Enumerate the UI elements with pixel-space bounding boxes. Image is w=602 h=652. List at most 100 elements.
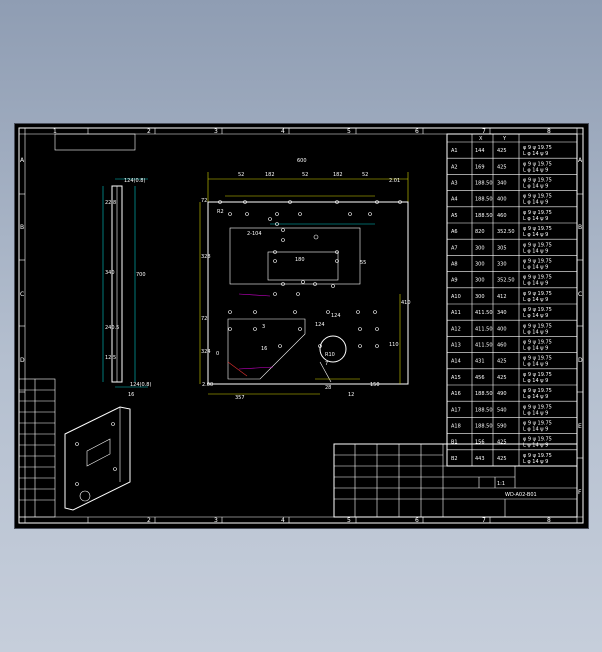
table-cell-y: 330 — [497, 262, 507, 268]
table-cell-id: A18 — [451, 424, 461, 430]
row-label: B — [20, 224, 24, 231]
table-cell-spec: L φ 14 ψ 9 — [523, 313, 548, 319]
table-cell-spec: φ 9 ψ 19.75 — [523, 323, 552, 329]
col-label: 5 — [347, 128, 351, 135]
dim-7: 7 — [325, 361, 328, 367]
row-label: D — [578, 357, 583, 364]
dim-55: 55 — [360, 260, 366, 266]
col-label: 8 — [547, 517, 551, 524]
side-dim-2: 240.5 — [105, 325, 119, 331]
side-dim-3: 22.8 — [105, 200, 116, 206]
dim-72a: 72 — [201, 198, 207, 204]
table-cell-spec: φ 9 ψ 19.75 — [523, 161, 552, 167]
row-label: A — [578, 157, 583, 164]
top-left-box — [54, 133, 136, 151]
dim-28: 28 — [325, 385, 331, 391]
table-cell-spec: L φ 14 ψ 9 — [523, 362, 548, 368]
table-cell-spec: φ 9 ψ 19.75 — [523, 226, 552, 232]
table-cell-spec: L φ 14 ψ 9 — [523, 378, 548, 384]
table-cell-spec: φ 9 ψ 19.75 — [523, 372, 552, 378]
dim-r2: R2 — [217, 209, 224, 215]
table-cell-spec: φ 9 ψ 19.75 — [523, 453, 552, 459]
col-label: 1 — [53, 128, 57, 135]
dim-72b: 72 — [201, 316, 207, 322]
table-cell-id: A8 — [451, 262, 458, 268]
table-cell-id: A9 — [451, 278, 458, 284]
table-cell-id: A14 — [451, 359, 461, 365]
isometric-view — [64, 406, 131, 511]
table-cell-spec: φ 9 ψ 19.75 — [523, 388, 552, 394]
dim-12: 12 — [348, 392, 354, 398]
table-cell-y: 590 — [497, 424, 507, 430]
table-cell-spec: L φ 14 ψ 9 — [523, 427, 548, 433]
table-cell-id: A1 — [451, 148, 458, 154]
dim-2104: 2-104 — [247, 231, 262, 237]
title-block — [333, 443, 578, 518]
row-label: C — [578, 291, 582, 298]
col-label: 4 — [281, 128, 285, 135]
table-cell-spec: L φ 14 ψ 9 — [523, 410, 548, 416]
table-cell-id: A6 — [451, 229, 458, 235]
side-dim-top: 124(0.8) — [124, 178, 145, 184]
table-cell-spec: L φ 14 ψ 9 — [523, 216, 548, 222]
col-label: 2 — [147, 128, 151, 135]
table-cell-id: A5 — [451, 213, 458, 219]
drawing-frame — [18, 127, 584, 524]
table-cell-spec: L φ 14 ψ 9 — [523, 329, 548, 335]
table-cell-spec: φ 9 ψ 19.75 — [523, 307, 552, 313]
table-cell-spec: φ 9 ψ 19.75 — [523, 404, 552, 410]
dim-124b: 124 — [315, 322, 325, 328]
col-label: 7 — [482, 517, 486, 524]
table-cell-id: A7 — [451, 245, 458, 251]
table-cell-x: 144 — [475, 148, 485, 154]
hole-table — [446, 133, 578, 467]
side-dim-height: 700 — [136, 272, 146, 278]
table-cell-spec: φ 9 ψ 19.75 — [523, 210, 552, 216]
table-cell-spec: φ 9 ψ 19.75 — [523, 242, 552, 248]
row-label: D — [20, 357, 25, 364]
dim-200: 2.00 — [202, 382, 213, 388]
column-ticks — [19, 128, 583, 523]
col-label: 3 — [214, 128, 218, 135]
table-cell-spec: L φ 14 ψ 9 — [523, 459, 548, 465]
table-cell-x: 188.50 — [475, 407, 493, 413]
table-header-y: Y — [502, 136, 507, 142]
col-label: 7 — [482, 128, 486, 135]
dim-52c: 52 — [362, 172, 368, 178]
drawing-scale: 1:1 — [497, 481, 505, 487]
table-cell-spec: L φ 14 ψ 9 — [523, 200, 548, 206]
table-cell-x: 156 — [475, 440, 485, 446]
col-label: 6 — [415, 517, 419, 524]
table-cell-x: 300 — [475, 294, 485, 300]
table-cell-id: A3 — [451, 181, 458, 187]
col-label: 5 — [347, 517, 351, 524]
table-cell-spec: φ 9 ψ 19.75 — [523, 421, 552, 427]
table-cell-y: 352.50 — [497, 229, 515, 235]
dim-124a: 124 — [331, 313, 341, 319]
table-cell-y: 425 — [497, 456, 507, 462]
table-cell-spec: L φ 14 ψ 9 — [523, 248, 548, 254]
table-cell-x: 411.50 — [475, 326, 493, 332]
table-cell-id: A17 — [451, 407, 461, 413]
table-cell-y: 340 — [497, 181, 507, 187]
table-cell-spec: L φ 14 ψ 9 — [523, 151, 548, 157]
table-cell-spec: φ 9 ψ 19.75 — [523, 194, 552, 200]
table-cell-y: 305 — [497, 245, 507, 251]
table-cell-id: A4 — [451, 197, 458, 203]
dim-total-width: 600 — [297, 158, 307, 164]
dim-182b: 182 — [333, 172, 343, 178]
table-cell-spec: φ 9 ψ 19.75 — [523, 340, 552, 346]
table-cell-x: 456 — [475, 375, 485, 381]
dim-16: 16 — [261, 346, 267, 352]
dim-3: 3 — [262, 324, 265, 330]
table-cell-x: 188.50 — [475, 213, 493, 219]
table-cell-spec: L φ 14 ψ 9 — [523, 281, 548, 287]
side-dim-5: 16 — [128, 392, 134, 398]
dim-150: 150 — [370, 382, 380, 388]
table-cell-spec: L φ 14 ψ 9 — [523, 443, 548, 449]
side-dim-1: 340 — [105, 270, 115, 276]
front-view — [199, 172, 409, 395]
table-cell-id: A12 — [451, 326, 461, 332]
table-cell-spec: L φ 14 ψ 9 — [523, 265, 548, 271]
table-cell-x: 820 — [475, 229, 485, 235]
